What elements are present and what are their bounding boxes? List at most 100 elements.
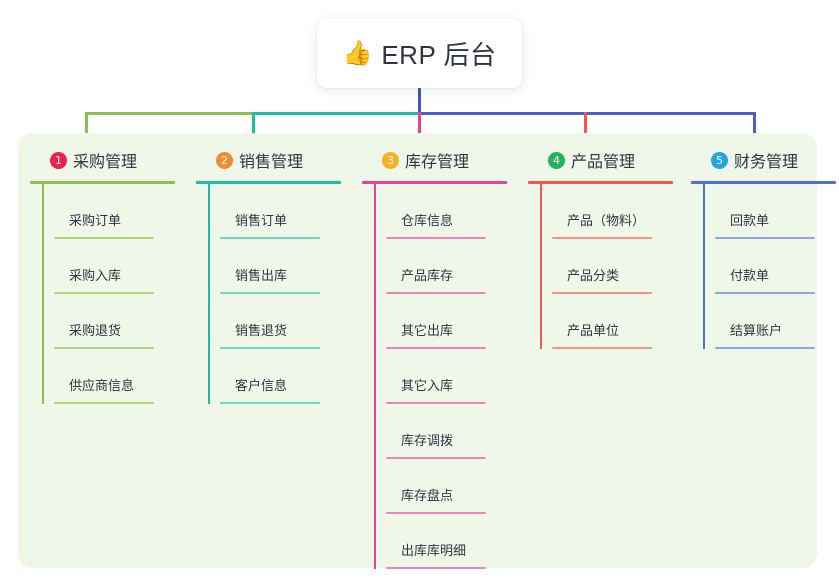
module-item[interactable]: 销售订单 xyxy=(220,184,341,239)
mindmap-panel: 1 采购管理采购订单采购入库采购退货供应商信息 2 销售管理销售订单销售出库销售退货客… xyxy=(18,133,836,569)
module-item-rule xyxy=(715,237,815,239)
module-item-label: 采购退货 xyxy=(69,323,122,338)
module-header-rule xyxy=(362,181,507,184)
module-item-list: 销售订单销售出库销售退货客户信息 xyxy=(196,184,341,404)
root-node-content: 👍 ERP 后台 xyxy=(342,35,496,72)
module-number-badge: 3 xyxy=(382,151,399,169)
module-item-label: 出库库明细 xyxy=(401,543,467,558)
module-item[interactable]: 产品库存 xyxy=(386,239,507,294)
module-column: 5 财务管理回款单付款单结算账户 xyxy=(691,145,836,349)
module-item-rule xyxy=(386,512,486,514)
module-item[interactable]: 付款单 xyxy=(715,239,836,294)
module-item-list: 仓库信息产品库存其它出库其它入库库存调拨库存盘点出库库明细 xyxy=(362,184,507,569)
module-item-rule xyxy=(220,292,320,294)
module-spine-line xyxy=(703,184,705,349)
module-title: 库存管理 xyxy=(405,154,470,171)
module-header-rule xyxy=(691,181,836,184)
module-item-rule xyxy=(386,237,486,239)
module-item-label: 产品分类 xyxy=(567,268,620,283)
module-item-rule xyxy=(715,292,815,294)
module-header[interactable]: 5 财务管理 xyxy=(691,145,836,175)
module-item-rule xyxy=(715,347,815,349)
module-item-label: 采购入库 xyxy=(69,268,122,283)
module-item[interactable]: 供应商信息 xyxy=(54,349,175,404)
module-item[interactable]: 出库库明细 xyxy=(386,514,507,569)
module-item-label: 销售订单 xyxy=(235,213,288,228)
module-header[interactable]: 1 采购管理 xyxy=(30,145,175,175)
module-item[interactable]: 库存调拨 xyxy=(386,404,507,459)
module-item[interactable]: 采购入库 xyxy=(54,239,175,294)
module-title: 采购管理 xyxy=(73,154,138,171)
module-item-label: 付款单 xyxy=(730,268,770,283)
module-column: 2 销售管理销售订单销售出库销售退货客户信息 xyxy=(196,145,341,404)
module-item[interactable]: 销售出库 xyxy=(220,239,341,294)
module-spine-line xyxy=(374,184,376,569)
module-item-rule xyxy=(54,347,154,349)
module-spine-line xyxy=(208,184,210,404)
module-title: 财务管理 xyxy=(734,154,799,171)
module-item[interactable]: 仓库信息 xyxy=(386,184,507,239)
root-node-card[interactable]: 👍 ERP 后台 xyxy=(317,19,522,88)
module-item-rule xyxy=(386,402,486,404)
module-item[interactable]: 其它出库 xyxy=(386,294,507,349)
module-item[interactable]: 其它入库 xyxy=(386,349,507,404)
module-item-rule xyxy=(552,237,652,239)
module-item-rule xyxy=(54,292,154,294)
module-item[interactable]: 客户信息 xyxy=(220,349,341,404)
module-item[interactable]: 产品分类 xyxy=(552,239,673,294)
module-item-label: 库存盘点 xyxy=(401,488,454,503)
module-item-rule xyxy=(54,402,154,404)
module-item-rule xyxy=(386,567,486,569)
module-item[interactable]: 采购退货 xyxy=(54,294,175,349)
module-column: 1 采购管理采购订单采购入库采购退货供应商信息 xyxy=(30,145,175,404)
module-item-label: 采购订单 xyxy=(69,213,122,228)
module-header[interactable]: 3 库存管理 xyxy=(362,145,507,175)
module-column: 3 库存管理仓库信息产品库存其它出库其它入库库存调拨库存盘点出库库明细 xyxy=(362,145,507,569)
module-number-badge: 4 xyxy=(548,151,565,169)
module-header[interactable]: 2 销售管理 xyxy=(196,145,341,175)
module-number-badge: 2 xyxy=(216,151,233,169)
module-item-label: 其它入库 xyxy=(401,378,454,393)
module-item-label: 产品单位 xyxy=(567,323,620,338)
module-spine-line xyxy=(42,184,44,404)
module-title: 产品管理 xyxy=(571,154,636,171)
module-item-rule xyxy=(220,402,320,404)
module-item[interactable]: 销售退货 xyxy=(220,294,341,349)
module-item-rule xyxy=(54,237,154,239)
module-item[interactable]: 产品单位 xyxy=(552,294,673,349)
module-column: 4 产品管理产品（物料） 产品分类产品单位 xyxy=(528,145,673,349)
module-title: 销售管理 xyxy=(239,154,304,171)
module-item-label: 库存调拨 xyxy=(401,433,454,448)
module-header-rule xyxy=(196,181,341,184)
module-item-label: 仓库信息 xyxy=(401,213,454,228)
module-item-rule xyxy=(552,292,652,294)
module-header-rule xyxy=(30,181,175,184)
module-header[interactable]: 4 产品管理 xyxy=(528,145,673,175)
module-item-rule xyxy=(386,347,486,349)
module-item[interactable]: 回款单 xyxy=(715,184,836,239)
module-item[interactable]: 采购订单 xyxy=(54,184,175,239)
module-item-label: 回款单 xyxy=(730,213,770,228)
module-item-label: 产品（物料） xyxy=(567,213,646,228)
module-item-rule xyxy=(220,347,320,349)
module-item-label: 其它出库 xyxy=(401,323,454,338)
module-item-label: 销售出库 xyxy=(235,268,288,283)
module-item-label: 客户信息 xyxy=(235,378,288,393)
module-item-list: 回款单付款单结算账户 xyxy=(691,184,836,349)
module-number-badge: 1 xyxy=(50,151,67,169)
module-item-label: 供应商信息 xyxy=(69,378,135,393)
module-item-label: 销售退货 xyxy=(235,323,288,338)
module-item-label: 结算账户 xyxy=(730,323,783,338)
module-item[interactable]: 产品（物料） xyxy=(552,184,673,239)
module-item-list: 产品（物料） 产品分类产品单位 xyxy=(528,184,673,349)
thumbs-up-icon: 👍 xyxy=(342,39,373,67)
root-node-title: ERP 后台 xyxy=(381,40,497,70)
module-item[interactable]: 结算账户 xyxy=(715,294,836,349)
module-spine-line xyxy=(540,184,542,349)
module-number-badge: 5 xyxy=(711,151,728,169)
module-item-rule xyxy=(386,457,486,459)
module-item-rule xyxy=(552,347,652,349)
module-item-rule xyxy=(386,292,486,294)
module-item[interactable]: 库存盘点 xyxy=(386,459,507,514)
module-item-label: 产品库存 xyxy=(401,268,454,283)
